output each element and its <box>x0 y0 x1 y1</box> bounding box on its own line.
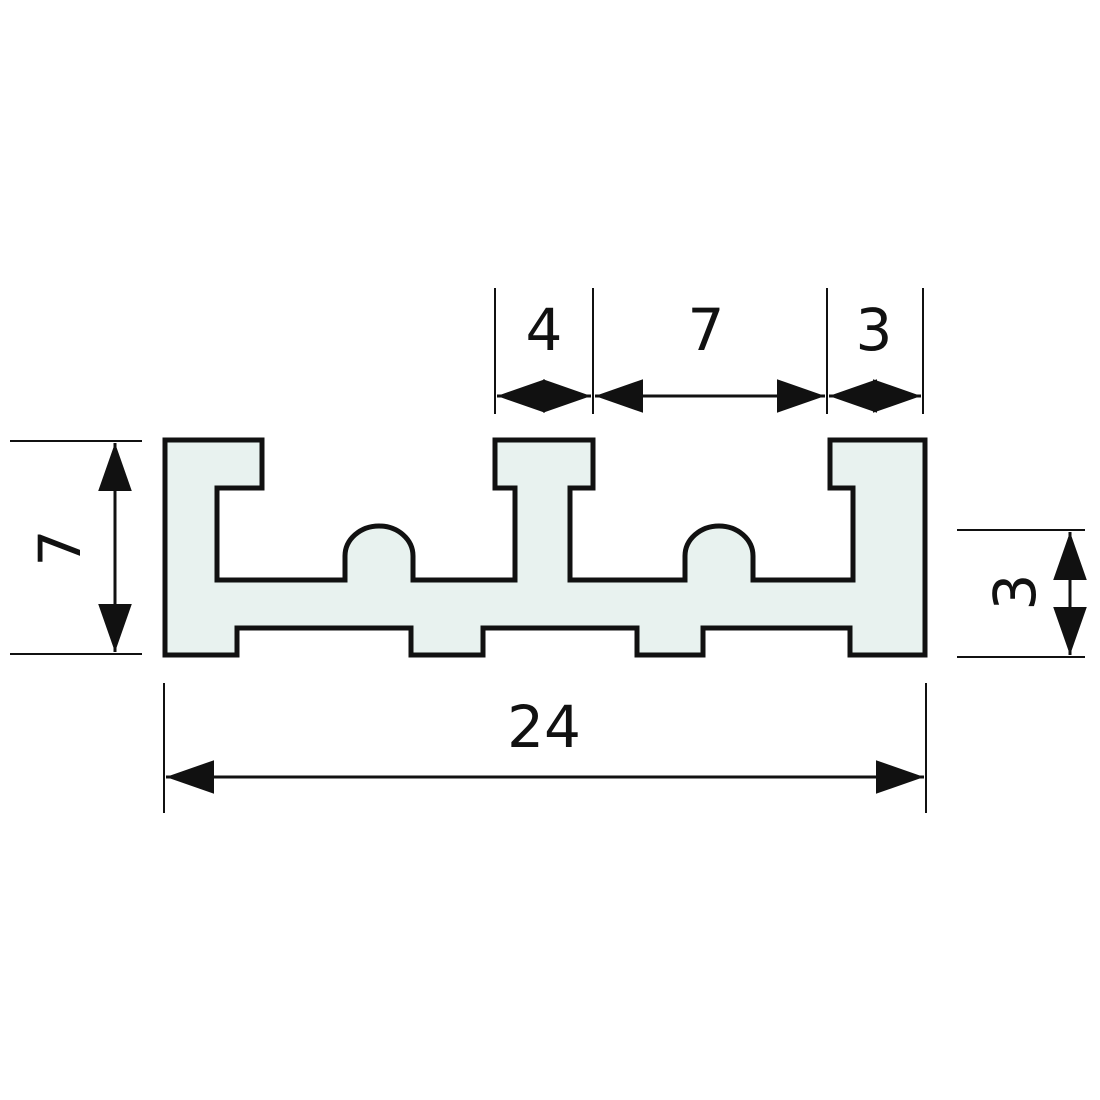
dim-label-right-height: 3 <box>981 574 1049 611</box>
dim-label-top-right: 3 <box>856 296 893 364</box>
dim-label-top-left: 4 <box>526 296 563 364</box>
dim-label-overall-width: 24 <box>507 693 581 761</box>
dim-label-left-height: 7 <box>26 530 94 567</box>
dim-label-top-middle: 7 <box>688 296 725 364</box>
extrusion-profile <box>162 437 928 658</box>
